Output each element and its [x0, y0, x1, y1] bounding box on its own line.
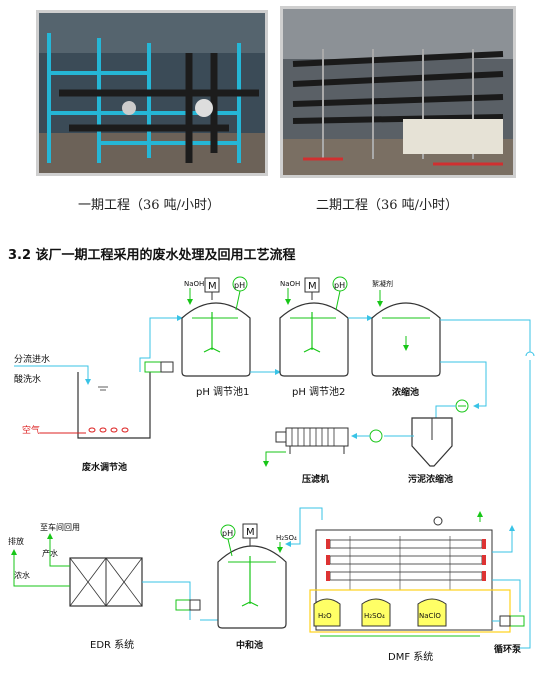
phase1-photo — [36, 10, 268, 176]
edr-unit — [69, 557, 143, 607]
h2so4-label: H₂SO₄ — [276, 534, 297, 542]
sludge-pump-icon — [455, 399, 469, 413]
press-pump-icon — [369, 429, 383, 443]
process-flow-diagram: 分流进水 酸洗水 空气 废水调节池 NaOH M pH pH 调节池1 NaOH — [8, 276, 535, 663]
mixer-label-3: M — [246, 527, 255, 538]
reuse-label: 至车间回用 — [40, 522, 80, 532]
ph-tank-2 — [279, 302, 349, 377]
chem-h2so4-label: H₂SO₄ — [364, 612, 385, 620]
mixer-label-2: M — [308, 281, 317, 292]
filter-press-label: 压滤机 — [302, 473, 329, 485]
phase1-caption: 一期工程（36 吨/小时） — [78, 198, 221, 213]
ph-probe-icon: pH — [220, 524, 236, 557]
ph-probe-label-2: pH — [334, 281, 345, 290]
ph-tank-1 — [181, 302, 251, 377]
ph-tank-1-label: pH 调节池1 — [196, 385, 249, 398]
equalization-tank — [77, 372, 151, 439]
dmf-system — [309, 516, 511, 633]
sludge-thickener-label: 污泥浓缩池 — [408, 473, 453, 485]
neutralization-tank-label: 中和池 — [236, 639, 263, 651]
edr-system-label: EDR 系统 — [90, 638, 134, 651]
naoh-label-2: NaOH — [280, 280, 300, 288]
ph-tank-2-label: pH 调节池2 — [292, 385, 345, 398]
mixer-motor-icon: M — [304, 277, 320, 300]
naclo-tank: NaClO — [417, 598, 447, 627]
chem-h2o-label: H₂O — [318, 612, 332, 620]
discharge-label: 排放 — [8, 536, 24, 546]
h2so4-tank: H₂SO₄ — [361, 598, 391, 627]
concentrate-tank — [371, 302, 441, 377]
circulation-pump-label: 循环泵 — [494, 643, 522, 655]
chem-naclo-label: NaClO — [419, 612, 441, 620]
ph-probe-icon: pH — [332, 276, 348, 311]
ph-probe-icon: pH — [232, 276, 248, 311]
mixer-label-1: M — [208, 281, 217, 292]
air-label: 空气 — [22, 424, 40, 436]
phase2-photo — [280, 6, 516, 178]
acid-wash-label: 酸洗水 — [14, 373, 41, 385]
dmf-system-label: DMF 系统 — [388, 650, 433, 663]
filter-press — [275, 427, 349, 454]
sludge-thickener — [411, 417, 453, 467]
mixer-motor-icon: M — [242, 523, 258, 546]
feed-pump-icon — [144, 361, 174, 373]
concentrate-tank-label: 浓缩池 — [392, 386, 419, 398]
concentrate-water-label: 浓水 — [14, 570, 30, 580]
section-heading: 3.2 该厂一期工程采用的废水处理及回用工艺流程 — [8, 248, 296, 263]
edr-feed-pump-icon — [175, 599, 201, 611]
phase2-caption: 二期工程（36 吨/小时） — [316, 198, 459, 213]
split-influent-label: 分流进水 — [14, 353, 50, 365]
flocculant-label: 絮凝剂 — [372, 279, 393, 288]
circulation-pump-icon — [499, 615, 525, 627]
equalization-tank-label: 废水调节池 — [82, 461, 127, 473]
ph-probe-label-3: pH — [222, 529, 233, 538]
ph-probe-label-1: pH — [234, 281, 245, 290]
naoh-label-1: NaOH — [184, 280, 204, 288]
h2o-tank: H₂O — [313, 598, 341, 627]
mixer-motor-icon: M — [204, 277, 220, 300]
neutralization-tank — [217, 545, 287, 629]
